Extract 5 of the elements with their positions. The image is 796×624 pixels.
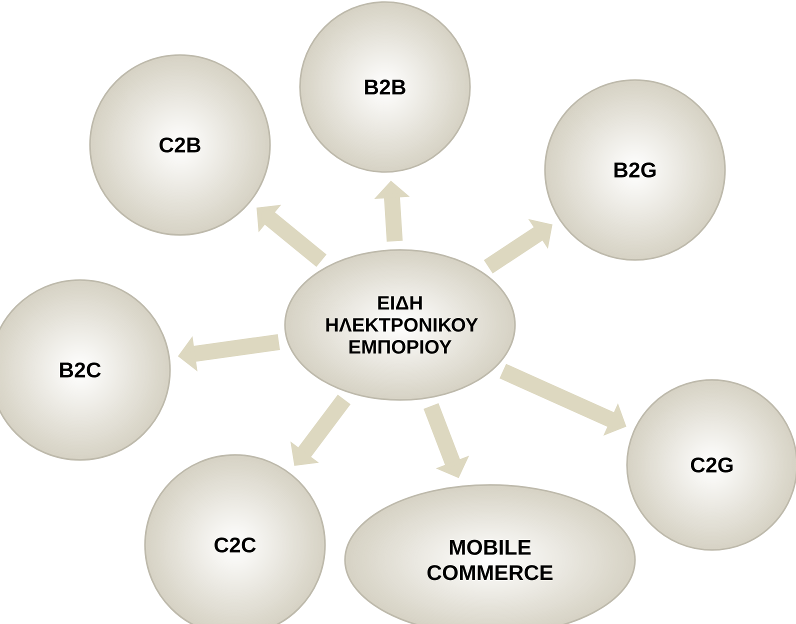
ellipse-node: ΕΙΔΗ ΗΛΕΚΤΡΟΝΙΚΟΥ ΕΜΠΟΡΙΟΥ <box>284 249 516 401</box>
circle-node: C2B <box>89 54 271 236</box>
block-arrow <box>484 219 552 274</box>
circle-node: B2B <box>299 1 471 173</box>
circle-node: B2G <box>544 79 726 261</box>
